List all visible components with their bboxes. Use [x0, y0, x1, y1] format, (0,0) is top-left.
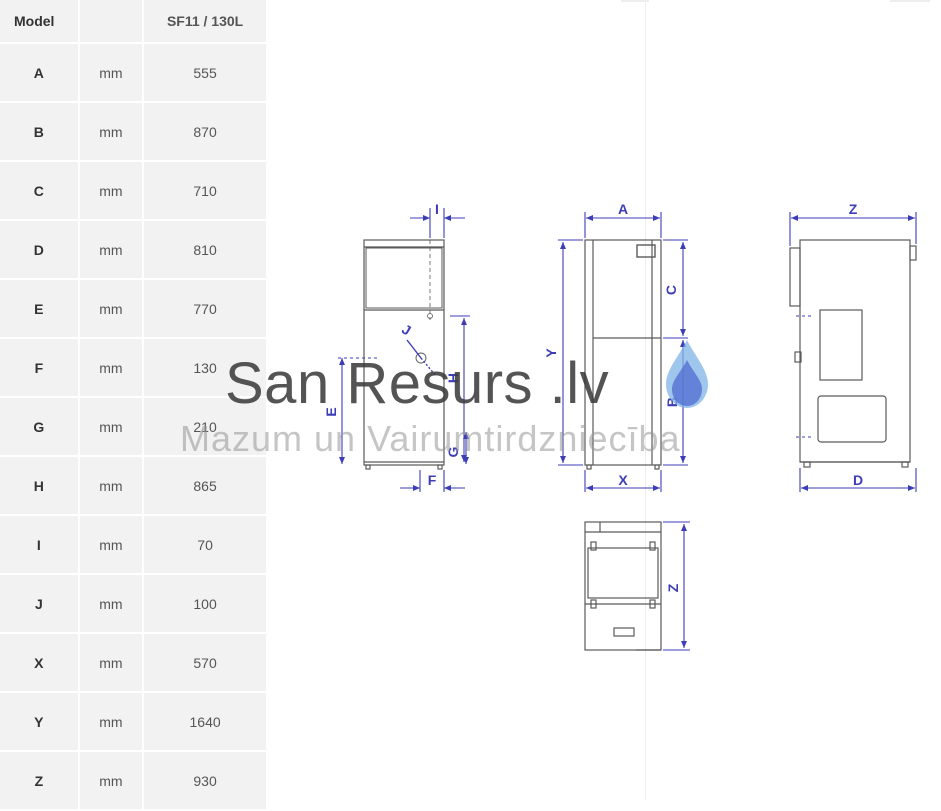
right-view	[789, 239, 917, 468]
row-unit: mm	[77, 280, 143, 337]
row-value: 770	[142, 280, 266, 337]
row-unit: mm	[77, 398, 143, 455]
row-unit: mm	[77, 339, 143, 396]
row-value: 130	[142, 339, 266, 396]
row-unit: mm	[77, 575, 143, 632]
right-view-dimensions	[789, 212, 917, 492]
row-value: 100	[142, 575, 266, 632]
row-value: 210	[142, 398, 266, 455]
row-label: A	[0, 44, 78, 101]
plan-view	[584, 521, 662, 651]
dim-label-f: F	[428, 472, 437, 488]
dim-label-b: B	[664, 397, 680, 407]
dim-label-a: A	[618, 201, 628, 217]
row-value: 865	[142, 457, 266, 514]
front-view	[584, 239, 662, 470]
row-unit: mm	[77, 516, 143, 573]
row-value: 570	[142, 634, 266, 691]
divider-line	[621, 0, 649, 2]
dim-label-c: C	[663, 285, 679, 295]
row-label: X	[0, 634, 78, 691]
divider-line	[645, 0, 646, 800]
row-value: 870	[142, 103, 266, 160]
side-view	[363, 239, 445, 470]
side-view-dimensions	[338, 208, 470, 492]
row-label: D	[0, 221, 78, 278]
row-label: H	[0, 457, 78, 514]
table-header-row: Model SF11 / 130L	[0, 0, 266, 42]
row-label: C	[0, 162, 78, 219]
water-drop-logo-icon	[666, 340, 708, 408]
header-unit	[77, 0, 143, 42]
row-label: B	[0, 103, 78, 160]
dim-label-g: G	[445, 446, 461, 457]
row-value: 810	[142, 221, 266, 278]
row-value: 555	[142, 44, 266, 101]
row-value: 70	[142, 516, 266, 573]
row-label: E	[0, 280, 78, 337]
dim-label-x: X	[618, 472, 628, 488]
row-label: Y	[0, 693, 78, 750]
dim-label-h: H	[445, 373, 461, 383]
row-value: 1640	[142, 693, 266, 750]
dim-label-j: J	[399, 321, 414, 339]
row-unit: mm	[77, 634, 143, 691]
dim-label-e: E	[323, 407, 339, 416]
row-label: F	[0, 339, 78, 396]
dim-label-d: D	[853, 472, 863, 488]
plan-view-dimensions	[663, 521, 690, 651]
dim-label-z-plan: Z	[665, 583, 681, 592]
row-unit: mm	[77, 44, 143, 101]
dim-label-z-top: Z	[849, 201, 858, 217]
row-unit: mm	[77, 693, 143, 750]
row-unit: mm	[77, 103, 143, 160]
front-view-dimensions	[558, 212, 688, 492]
row-label: J	[0, 575, 78, 632]
row-unit: mm	[77, 162, 143, 219]
row-label: I	[0, 516, 78, 573]
dim-label-i: I	[435, 201, 439, 217]
row-unit: mm	[77, 457, 143, 514]
watermark-subtitle: Mazum un Vairumtirdzniecība	[180, 418, 681, 459]
watermark-title: San Resurs .lv	[225, 351, 610, 416]
row-unit: mm	[77, 221, 143, 278]
header-value: SF11 / 130L	[142, 0, 266, 42]
divider-line	[890, 0, 930, 2]
header-model: Model	[0, 0, 78, 42]
dim-label-y: Y	[543, 348, 559, 358]
row-label: G	[0, 398, 78, 455]
row-value: 710	[142, 162, 266, 219]
